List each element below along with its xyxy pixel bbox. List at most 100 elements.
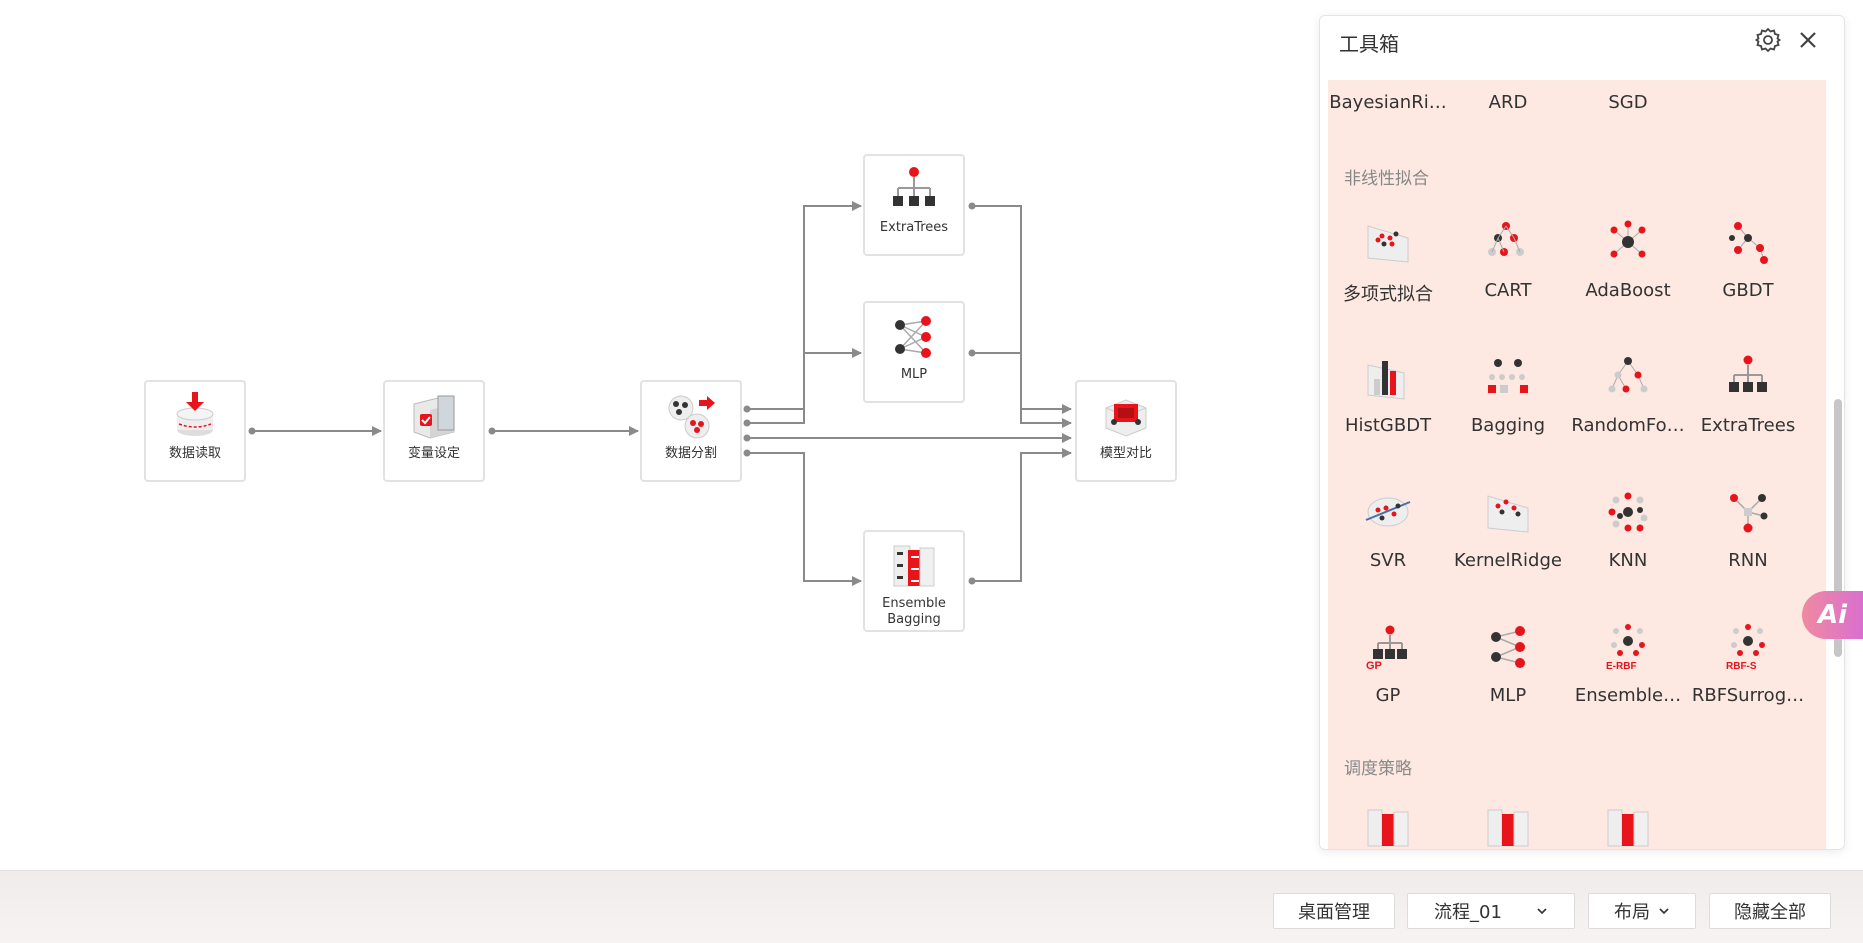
close-icon[interactable]	[1794, 26, 1822, 54]
tool-rbf-surrogate[interactable]: RBF-S RBFSurrog…	[1688, 615, 1808, 725]
tool-polyfit[interactable]: 多项式拟合	[1328, 210, 1448, 320]
toolbox-body[interactable]: BayesianRi… ARD SGD 非线性拟合 多项式拟合	[1328, 80, 1826, 849]
node-data-read[interactable]: 数据读取	[144, 380, 246, 482]
cart-icon	[1488, 222, 1524, 256]
chevron-down-icon	[1537, 908, 1547, 915]
mlp-icon	[1491, 626, 1525, 668]
section-title-schedule: 调度策略	[1344, 759, 1412, 779]
histgbdt-icon	[1367, 361, 1405, 400]
gbdt-icon	[1729, 222, 1768, 264]
extratrees-icon	[893, 167, 935, 206]
rbf-surrogate-icon-text: RBF-S	[1726, 661, 1757, 671]
edge-split-extratrees	[747, 201, 862, 410]
node-label: MLP	[900, 367, 928, 382]
tool-label: MLP	[1489, 685, 1527, 706]
node-data-split[interactable]: 数据分割	[640, 380, 742, 482]
node-mlp[interactable]: MLP	[863, 301, 965, 403]
ai-button-label: Ai	[1818, 600, 1848, 630]
edge-extratrees-compare	[972, 205, 1072, 414]
kernelridge-icon	[1487, 495, 1529, 533]
toolbox-title: 工具箱	[1339, 32, 1399, 56]
edge-split-mlp	[747, 348, 862, 424]
ensemble-rbf-icon: E-RBF	[1606, 624, 1645, 671]
tool-bagging[interactable]: Bagging	[1448, 345, 1568, 455]
knn-icon	[1608, 492, 1648, 532]
ai-assistant-button[interactable]: Ai	[1802, 591, 1863, 639]
tool-ard[interactable]: ARD	[1448, 92, 1568, 122]
tool-gp[interactable]: GP GP	[1328, 615, 1448, 725]
node-label: 变量设定	[407, 446, 460, 461]
hide-all-button[interactable]: 隐藏全部	[1709, 893, 1831, 929]
section-title-nonlinear: 非线性拟合	[1344, 169, 1429, 189]
tool-knn[interactable]: KNN	[1568, 480, 1688, 590]
hide-all-label: 隐藏全部	[1734, 902, 1806, 923]
variable-box-icon	[413, 395, 455, 439]
toolbox-scrollbar-thumb[interactable]	[1834, 399, 1842, 657]
node-label: 模型对比	[1099, 446, 1152, 461]
layout-dropdown[interactable]: 布局	[1588, 893, 1696, 929]
node-label: ExtraTrees	[879, 220, 949, 235]
mlp-icon	[895, 316, 931, 358]
tool-schedule-2[interactable]	[1448, 796, 1568, 849]
tool-label: RandomFo…	[1571, 415, 1685, 436]
tool-label: ExtraTrees	[1700, 415, 1796, 436]
rbf-surrogate-icon: RBF-S	[1726, 624, 1765, 671]
desktop-manage-button[interactable]: 桌面管理	[1273, 893, 1395, 929]
gp-icon-text: GP	[1366, 660, 1382, 671]
tool-adaboost[interactable]: AdaBoost	[1568, 210, 1688, 320]
node-ensemble-bagging[interactable]: Ensemble Bagging	[863, 530, 965, 632]
toolbox-panel: 工具箱 BayesianRi… ARD SGD 非线性拟合	[1319, 15, 1845, 850]
tool-histgbdt[interactable]: HistGBDT	[1328, 345, 1448, 455]
adaboost-icon	[1610, 220, 1646, 258]
model-compare-icon	[1105, 399, 1147, 437]
node-extratrees[interactable]: ExtraTrees	[863, 154, 965, 256]
tool-gbdt[interactable]: GBDT	[1688, 210, 1808, 320]
schedule-strategy-icon	[1487, 809, 1529, 847]
schedule-strategy-icon	[1367, 809, 1409, 847]
tool-label: Bagging	[1470, 415, 1546, 436]
bagging-icon	[1488, 359, 1528, 393]
node-variable-setting[interactable]: 变量设定	[383, 380, 485, 482]
ensemble-bagging-icon	[893, 545, 935, 587]
tool-sgd[interactable]: SGD	[1568, 92, 1688, 122]
tool-mlp[interactable]: MLP	[1448, 615, 1568, 725]
edge-split-ensemble	[747, 452, 862, 586]
bottom-bar: 桌面管理 流程_01 布局 隐藏全部	[0, 870, 1863, 943]
svr-icon	[1365, 497, 1411, 527]
tool-label: ARD	[1488, 92, 1528, 113]
desktop-manage-label: 桌面管理	[1298, 902, 1370, 923]
data-split-icon	[668, 395, 715, 439]
chevron-down-icon	[1659, 908, 1669, 915]
randomforest-icon	[1608, 357, 1648, 393]
tool-rnn[interactable]: RNN	[1688, 480, 1808, 590]
tool-extratrees[interactable]: ExtraTrees	[1688, 345, 1808, 455]
rnn-icon	[1730, 494, 1768, 533]
tool-ensemble-rbf[interactable]: E-RBF Ensemble…	[1568, 615, 1688, 725]
tool-schedule-3[interactable]	[1568, 796, 1688, 849]
tool-label: BayesianRi…	[1329, 92, 1447, 113]
edge-mlp-compare	[972, 352, 1072, 428]
tool-label: RBFSurrog…	[1691, 685, 1805, 706]
tool-label: SGD	[1608, 92, 1648, 113]
tool-label: KNN	[1608, 550, 1648, 571]
database-import-icon	[176, 392, 214, 436]
node-model-compare[interactable]: 模型对比	[1075, 380, 1177, 482]
tool-label: GP	[1375, 685, 1401, 706]
gear-icon[interactable]	[1754, 26, 1782, 54]
tool-label: 多项式拟合	[1343, 284, 1433, 305]
tool-schedule-1[interactable]	[1328, 796, 1448, 849]
gp-icon: GP	[1366, 625, 1407, 671]
flow-select-value: 流程_01	[1434, 902, 1502, 923]
tool-svr[interactable]: SVR	[1328, 480, 1448, 590]
tool-label: Ensemble…	[1574, 685, 1682, 706]
tool-kernelridge[interactable]: KernelRidge	[1448, 480, 1568, 590]
ensemble-rbf-icon-text: E-RBF	[1606, 661, 1637, 671]
tool-bayesian-ridge[interactable]: BayesianRi…	[1328, 92, 1448, 122]
tool-randomforest[interactable]: RandomFo…	[1568, 345, 1688, 455]
node-label: Ensemble Bagging	[882, 596, 946, 627]
flow-select-dropdown[interactable]: 流程_01	[1407, 893, 1575, 929]
tool-cart[interactable]: CART	[1448, 210, 1568, 320]
node-label: 数据读取	[168, 446, 221, 461]
edge-ensemble-compare	[972, 448, 1072, 582]
tool-label: GBDT	[1722, 280, 1774, 301]
